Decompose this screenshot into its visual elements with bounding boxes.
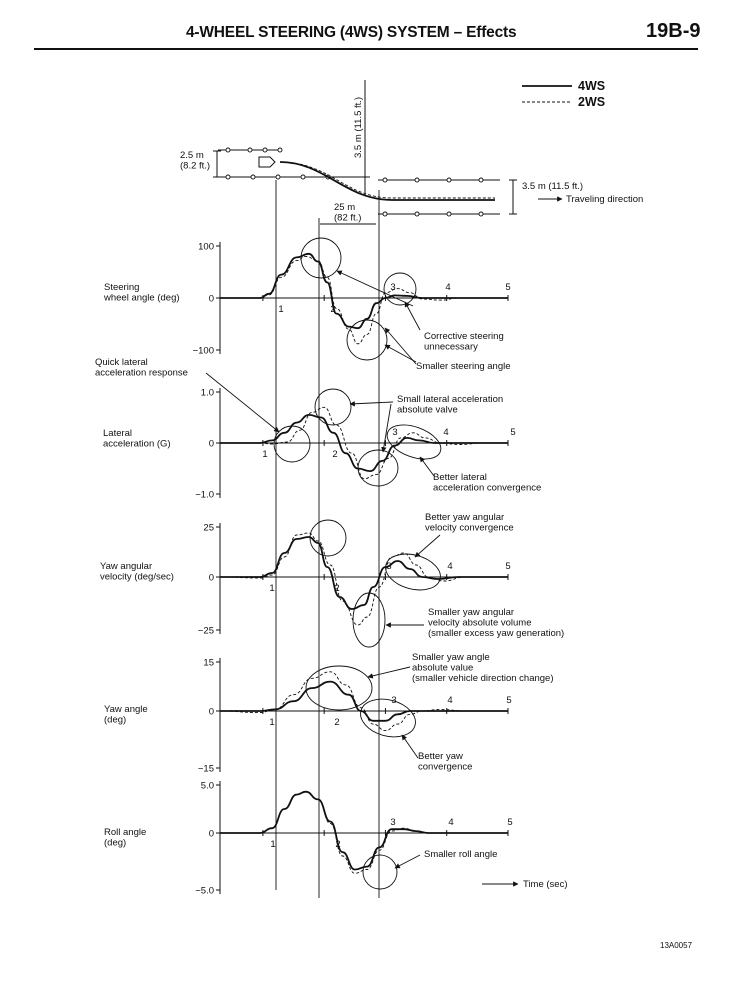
car-icon: [258, 156, 276, 168]
panel-steering-xtick-label: 4: [445, 282, 450, 293]
panel-roll-ytick-label: 5.0: [201, 781, 214, 792]
panel-yaw_angle-series-4ws: [220, 680, 508, 722]
panel-lateral-ytick-label: −1.0: [195, 490, 214, 501]
distance-label: 25 m(82 ft.): [334, 202, 361, 223]
lateral-shift-label: 3.5 m (11.5 ft.): [522, 181, 583, 192]
panel-roll-xtick-label: 3: [390, 817, 395, 828]
panel-yaw_angle-xtick-label: 2: [334, 717, 339, 728]
time-axis-label: Time (sec): [523, 879, 568, 890]
panel-steering-ytick-label: −100: [193, 346, 214, 357]
annotation-smaller-roll: Smaller roll angle: [424, 849, 497, 860]
leader-lines: [205, 270, 441, 869]
panel-lateral-xtick-label: 5: [510, 427, 515, 438]
lane-width-label: 2.5 m(8.2 ft.): [180, 150, 210, 171]
panel-steering-series-4ws: [219, 252, 508, 330]
panel-yaw_velocity-ytick-label: 25: [203, 523, 214, 534]
panel-steering-xtick-label: 1: [278, 304, 283, 315]
panel-roll-ylabel: Roll angle(deg): [104, 827, 146, 848]
panel-steering-xtick-label: 5: [505, 282, 510, 293]
panel-roll-ytick-label: 0: [209, 829, 214, 840]
panel-yaw_angle-ylabel: Yaw angle(deg): [104, 704, 148, 725]
figure-code: 13A0057: [660, 941, 693, 950]
panel-yaw_angle-xtick-label: 4: [447, 695, 452, 706]
panel-lateral-ytick-label: 1.0: [201, 388, 214, 399]
guide-lines: [275, 180, 380, 898]
lane-diagram: 2.5 m(8.2 ft.) 3.5 m (11.5 ft.) 3.5 m (1…: [180, 80, 643, 225]
panel-yaw_angle-xtick-label: 1: [269, 717, 274, 728]
page-title: 4-WHEEL STEERING (4WS) SYSTEM – Effects: [186, 24, 517, 41]
panel-roll-series-2ws: [219, 791, 508, 874]
panel-roll-ytick-label: −5.0: [195, 886, 214, 897]
panel-lateral-xtick-label: 3: [392, 427, 397, 438]
panel-steering-xtick-label: 3: [390, 282, 395, 293]
panel-steering-ytick-label: 100: [198, 242, 214, 253]
panel-lateral-xtick-label: 4: [443, 427, 448, 438]
panel-lateral-ytick-label: 0: [209, 439, 214, 450]
legend-label-4ws: 4WS: [578, 79, 605, 93]
panel-yaw_angle-ytick-label: 0: [209, 707, 214, 718]
page-number: 19B-9: [646, 20, 701, 42]
panel-yaw_velocity-xtick-label: 4: [447, 561, 452, 572]
panel-yaw_velocity-xtick-label: 5: [505, 561, 510, 572]
direction-label: Traveling direction: [566, 194, 643, 205]
panel-yaw_angle-ytick-label: −15: [198, 764, 214, 775]
panel-lateral-xtick-label: 2: [332, 449, 337, 460]
panel-yaw_velocity-xtick-label: 1: [269, 583, 274, 594]
panel-yaw_angle-series-2ws: [219, 671, 508, 732]
panel-yaw_velocity-ytick-label: −25: [198, 626, 214, 637]
lateral-shift-vertical-label: 3.5 m (11.5 ft.): [353, 97, 364, 158]
panel-yaw_angle-xtick-label: 3: [391, 695, 396, 706]
panel-yaw_velocity-ytick-label: 0: [209, 573, 214, 584]
highlight-circles: [273, 237, 442, 890]
panel-roll-xtick-label: 5: [507, 817, 512, 828]
panel-yaw_velocity-series-4ws: [220, 536, 508, 610]
title-rule: [34, 48, 698, 50]
panel-steering-ytick-label: 0: [209, 294, 214, 305]
panel-yaw_velocity-series-2ws: [219, 532, 508, 626]
panel-lateral-series-2ws: [220, 406, 508, 480]
panel-roll-xtick-label: 4: [448, 817, 453, 828]
panel-yaw_angle-xtick-label: 5: [506, 695, 511, 706]
legend-label-2ws: 2WS: [578, 95, 605, 109]
panel-steering-series-2ws: [219, 255, 508, 345]
legend: 4WS 2WS: [522, 79, 605, 109]
panel-lateral-xtick-label: 1: [262, 449, 267, 460]
annotation-smaller-steering: Smaller steering angle: [416, 361, 511, 372]
panel-yaw_angle-ytick-label: 15: [203, 658, 214, 669]
panel-roll-xtick-label: 1: [270, 839, 275, 850]
